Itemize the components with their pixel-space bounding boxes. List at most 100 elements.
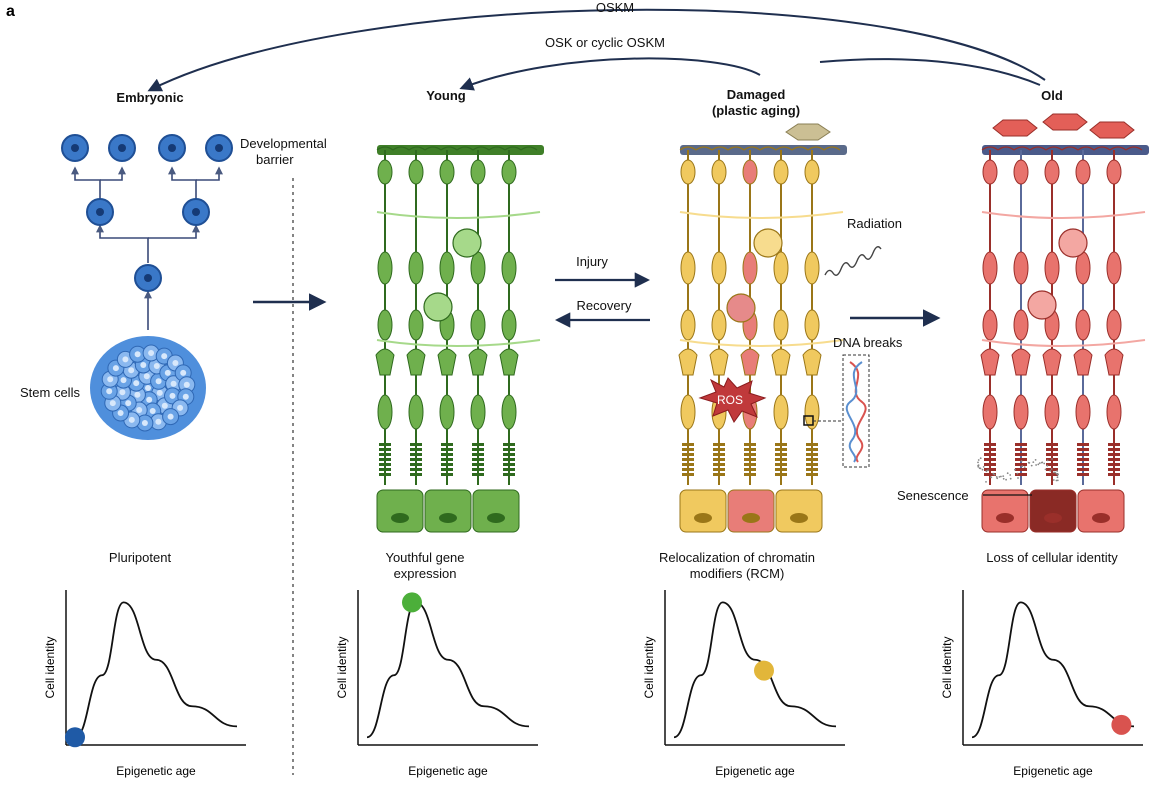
- identity-curve: [74, 601, 238, 739]
- x-axis-label: Epigenetic age: [715, 764, 795, 778]
- nerve-fiber: [504, 146, 522, 151]
- plexiform-layer: [679, 339, 844, 347]
- photoreceptor-disc: [1077, 468, 1089, 471]
- cluster-cell-nucleus: [170, 380, 177, 387]
- photoreceptor-disc: [984, 468, 996, 471]
- photoreceptor-disc: [1077, 473, 1089, 476]
- photoreceptor-disc: [984, 458, 996, 461]
- photoreceptor-disc: [775, 453, 787, 456]
- cluster-cell-nucleus: [145, 385, 151, 391]
- stem-cell-cluster: [90, 336, 206, 440]
- cluster-cell-nucleus: [155, 378, 162, 385]
- cluster-cell-nucleus: [107, 376, 114, 383]
- ganglion-cell: [982, 159, 998, 185]
- senescence-dot: [1021, 465, 1024, 468]
- senescence-dot: [1054, 471, 1056, 474]
- photoreceptor-disc: [472, 448, 484, 451]
- dna-breaks-label: DNA breaks: [833, 335, 903, 350]
- photoreceptor-disc: [744, 448, 756, 451]
- oskm-arrow: OSKM: [147, 0, 1046, 92]
- nerve-fiber: [488, 146, 506, 151]
- photoreceptor-disc: [1046, 448, 1058, 451]
- photoreceptor-disc: [744, 443, 756, 446]
- plexiform-layer: [679, 211, 844, 219]
- photoreceptor-disc: [744, 468, 756, 471]
- senescence-dot: [1050, 468, 1053, 470]
- photoreceptor-disc: [775, 443, 787, 446]
- oskm-label: OSKM: [596, 0, 634, 15]
- rpe-nucleus: [694, 513, 712, 523]
- senescence-dot: [977, 464, 979, 467]
- senescence-dot: [1028, 462, 1031, 464]
- cluster-cell-nucleus: [148, 350, 155, 356]
- photoreceptor-disc: [1015, 458, 1027, 461]
- ganglion-cell: [501, 159, 517, 185]
- senescence-dot: [987, 469, 989, 472]
- developmental-barrier-label-1: Developmental: [240, 136, 327, 151]
- rpe-nucleus: [1044, 513, 1062, 523]
- photoreceptor-disc: [682, 473, 694, 476]
- photoreceptor-disc: [806, 448, 818, 451]
- stage-marker: [402, 592, 422, 613]
- nerve-fiber: [727, 146, 745, 151]
- ganglion-cell: [1075, 159, 1091, 185]
- interneuron-cell: [711, 309, 727, 341]
- photoreceptor-disc: [410, 458, 422, 461]
- photoreceptor-soma: [377, 394, 393, 430]
- photoreceptor-soma: [680, 394, 696, 430]
- photoreceptor-disc: [1077, 443, 1089, 446]
- photoreceptor-disc: [472, 453, 484, 456]
- photoreceptor-disc: [503, 458, 515, 461]
- senescence-dot: [977, 459, 980, 461]
- y-axis-label: Cell identity: [335, 636, 349, 698]
- synapse-terminal: [1104, 348, 1124, 376]
- synapse-terminal: [1011, 348, 1031, 376]
- photoreceptor-disc: [1108, 458, 1120, 461]
- stage-subtitle-damaged: (plastic aging): [712, 103, 800, 118]
- senescence-dot: [985, 481, 987, 483]
- photoreceptor-disc: [379, 443, 391, 446]
- photoreceptor-disc: [503, 473, 515, 476]
- photoreceptor-disc: [472, 463, 484, 466]
- nerve-fiber: [424, 146, 442, 151]
- synapse-terminal: [468, 348, 488, 376]
- bipolar-cell: [773, 251, 789, 285]
- ganglion-cell: [1106, 159, 1122, 185]
- ganglion-cell: [680, 159, 696, 185]
- radiation-label: Radiation: [847, 216, 902, 231]
- photoreceptor-soma: [1044, 394, 1060, 430]
- photoreceptor-disc: [410, 448, 422, 451]
- photoreceptor-disc: [713, 463, 725, 466]
- cluster-cell-nucleus: [128, 367, 135, 374]
- synapse-terminal: [980, 348, 1000, 376]
- senescence-dot: [1055, 472, 1058, 475]
- y-axis-label: Cell identity: [940, 636, 954, 698]
- photoreceptor-disc: [682, 448, 694, 451]
- photoreceptor-disc: [379, 453, 391, 456]
- plexiform-layer: [981, 339, 1146, 347]
- nerve-fiber: [1029, 146, 1047, 151]
- photoreceptor-disc: [775, 468, 787, 471]
- synapse-terminal: [802, 348, 822, 376]
- cluster-cell-nucleus: [149, 408, 156, 414]
- ros-burst-icon: ROS: [698, 377, 767, 423]
- cluster-cell-nucleus: [128, 416, 135, 423]
- state-label-young-1: Youthful gene: [385, 550, 464, 565]
- photoreceptor-disc: [984, 473, 996, 476]
- synapse-terminal: [499, 348, 519, 376]
- senescence-dot: [995, 476, 998, 478]
- senescence-dot: [992, 472, 995, 475]
- photoreceptor-disc: [806, 463, 818, 466]
- synapse-terminal: [406, 348, 426, 376]
- interneuron-cell: [470, 309, 486, 341]
- ganglion-cell: [742, 159, 758, 185]
- bipolar-cell: [1075, 251, 1091, 285]
- photoreceptor-disc: [775, 463, 787, 466]
- ganglion-cell: [408, 159, 424, 185]
- nerve-fiber: [408, 146, 426, 151]
- senescence-dot: [1056, 476, 1059, 479]
- rpe-cell: [981, 489, 1029, 533]
- synapse-terminal: [1042, 348, 1062, 376]
- ganglion-cell: [377, 159, 393, 185]
